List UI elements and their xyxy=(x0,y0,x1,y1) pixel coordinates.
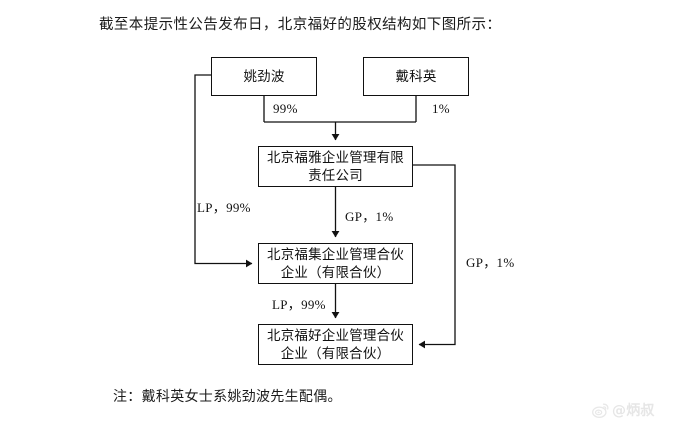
node-beijing-fuya-label: 北京福雅企业管理有限 责任公司 xyxy=(267,150,404,183)
edge-yao-to-fuji-left-route xyxy=(194,74,253,268)
edge-label-yao-to-fuji: LP，99% xyxy=(197,200,251,215)
node-beijing-fuhao[interactable]: 北京福好企业管理合伙 企业（有限合伙） xyxy=(258,324,413,365)
node-beijing-fuhao-label: 北京福好企业管理合伙 企业（有限合伙） xyxy=(267,328,404,361)
edge-label-yao-to-fuya: 99% xyxy=(273,101,298,116)
edge-label-fuji-to-fuhao: LP，99% xyxy=(272,297,326,312)
edge-label-dai-to-fuya: 1% xyxy=(432,101,450,116)
node-beijing-fuji[interactable]: 北京福集企业管理合伙 企业（有限合伙） xyxy=(258,243,413,284)
node-beijing-fuya[interactable]: 北京福雅企业管理有限 责任公司 xyxy=(258,146,413,187)
edge-label-fuya-to-fuhao: GP，1% xyxy=(466,255,515,270)
edge-label-fuya-to-fuji: GP，1% xyxy=(345,209,394,224)
footnote-paragraph: 注：戴科英女士系姚劲波先生配偶。 xyxy=(113,390,342,405)
node-yao-jinbo-label: 姚劲波 xyxy=(243,68,285,84)
intro-paragraph: 截至本提示性公告发布日，北京福好的股权结构如下图所示： xyxy=(99,17,502,33)
node-beijing-fuji-label: 北京福集企业管理合伙 企业（有限合伙） xyxy=(267,247,404,280)
node-dai-keying[interactable]: 戴科英 xyxy=(363,57,469,96)
node-yao-jinbo[interactable]: 姚劲波 xyxy=(211,57,317,96)
edge-fuya-to-fuhao-right-route xyxy=(413,164,456,349)
node-dai-keying-label: 戴科英 xyxy=(395,68,437,84)
